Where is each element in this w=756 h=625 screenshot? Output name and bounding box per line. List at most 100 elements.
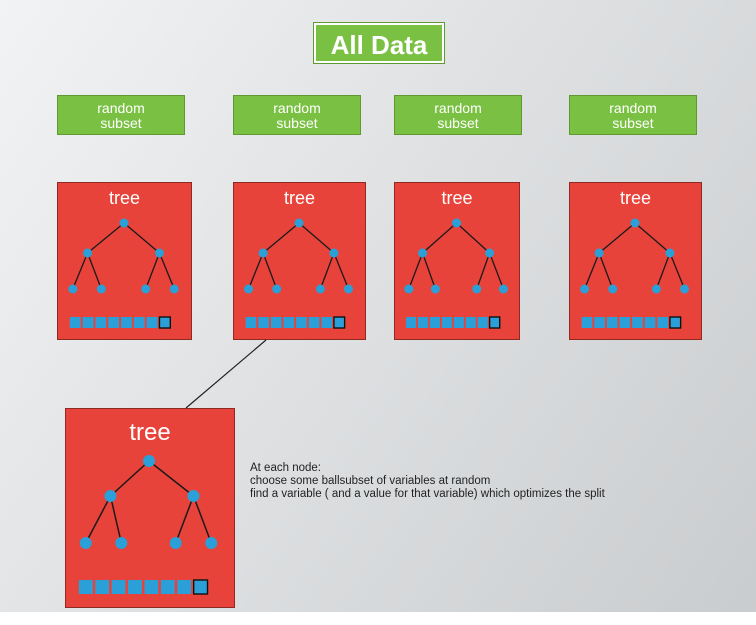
tree-edge [489, 252, 504, 290]
tree-edge [456, 222, 491, 254]
variable-square [177, 580, 192, 594]
tree-card-3-label: tree [441, 188, 473, 208]
random-subset-3: random subset [394, 95, 522, 135]
variable-square [283, 317, 295, 328]
tree-leaf-node [272, 284, 282, 294]
tree-leaf-node [96, 284, 106, 294]
bottom-band [0, 612, 756, 625]
variable-square [95, 317, 107, 328]
variable-square [245, 317, 257, 328]
tree-diagram [244, 218, 354, 329]
variable-square [308, 317, 320, 328]
tree-diagram [580, 218, 690, 329]
tree-leaf-node [68, 284, 78, 294]
tree-leaf-node [344, 284, 354, 294]
variable-square [108, 317, 120, 328]
tree-leaf-node [205, 537, 218, 549]
subset-4-line2: subset [612, 115, 654, 131]
tree-leaf-node [115, 537, 128, 549]
tree-edge [598, 222, 636, 254]
tree-leaf-node [651, 284, 661, 294]
tree-leaf-node [430, 284, 440, 294]
tree-edge [298, 222, 335, 254]
tree-root-node [294, 218, 304, 228]
detail-tree-card: tree [65, 408, 235, 608]
tree-edge [634, 222, 671, 254]
subset-4-line1: random [609, 100, 657, 116]
tree-leaf-node [141, 284, 151, 294]
subset-2-line1: random [273, 100, 321, 116]
tree-leaf-node [404, 284, 414, 294]
variable-square [121, 317, 132, 328]
tree-leaf-node [169, 537, 182, 549]
tree-leaf-node [498, 284, 508, 294]
tree-card-2: tree [233, 182, 366, 340]
variable-square [270, 317, 282, 328]
random-subset-1: random subset [57, 95, 185, 135]
tree-edge [422, 222, 457, 254]
tree-root-node [630, 218, 640, 228]
tree-leaf-node [169, 284, 179, 294]
variable-square [144, 580, 159, 594]
tree-leaf-node [608, 284, 618, 294]
variable-square-selected [192, 579, 209, 595]
random-subset-2: random subset [233, 95, 361, 135]
tree-leaf-node [315, 284, 325, 294]
variable-square [581, 317, 593, 328]
note-line-3: find a variable ( and a value for that v… [250, 488, 605, 500]
tree-split-node [329, 248, 339, 258]
tree-root-node [143, 455, 156, 467]
tree-edge [86, 252, 102, 290]
variable-square-selected [333, 316, 346, 329]
variable-square [146, 317, 158, 328]
tree-split-node [258, 248, 268, 258]
variable-square [111, 580, 126, 594]
tree-diagram [68, 218, 179, 329]
random-subset-4: random subset [569, 95, 697, 135]
variable-square [69, 317, 81, 328]
variable-square [606, 317, 618, 328]
tree-split-node [83, 248, 93, 258]
variable-square [441, 317, 452, 328]
tree-edge [87, 222, 125, 254]
tree-split-node [418, 248, 428, 258]
variable-square [296, 317, 307, 328]
variable-square [78, 580, 93, 594]
tree-card-2-label: tree [283, 188, 316, 208]
tree-edge [655, 252, 671, 290]
variable-square [465, 317, 476, 328]
variable-square [429, 317, 441, 328]
variable-square [95, 580, 110, 594]
tree-edge [192, 495, 212, 544]
tree-split-node [665, 248, 675, 258]
tree-split-node [187, 490, 200, 502]
variable-square [619, 317, 631, 328]
tree-edge [262, 252, 278, 290]
tree-split-node [594, 248, 604, 258]
tree-split-node [485, 248, 495, 258]
tree-edge [333, 252, 350, 290]
tree-card-3: tree [394, 182, 520, 340]
subset-1-line2: subset [100, 115, 142, 131]
connector-line [185, 339, 267, 409]
tree-edge [319, 252, 335, 290]
tree-edge [85, 495, 112, 544]
tree-leaf-node [472, 284, 482, 294]
variable-square-selected [669, 316, 682, 329]
tree-diagram [404, 218, 508, 329]
variable-square-selected [158, 316, 172, 329]
tree-edge [109, 495, 123, 544]
variable-square [417, 317, 429, 328]
note-line-2: choose some ballsubset of variables at r… [250, 475, 491, 487]
tree-root-node [452, 218, 462, 228]
tree-edge [669, 252, 686, 290]
variable-square [82, 317, 94, 328]
variable-square-selected [488, 316, 501, 329]
tree-edge [476, 252, 491, 290]
tree-leaf-node [244, 284, 254, 294]
tree-edge [598, 252, 614, 290]
tree-edge [421, 252, 437, 290]
variable-square [632, 317, 643, 328]
tree-edge [72, 252, 89, 290]
subset-3-line1: random [434, 100, 482, 116]
